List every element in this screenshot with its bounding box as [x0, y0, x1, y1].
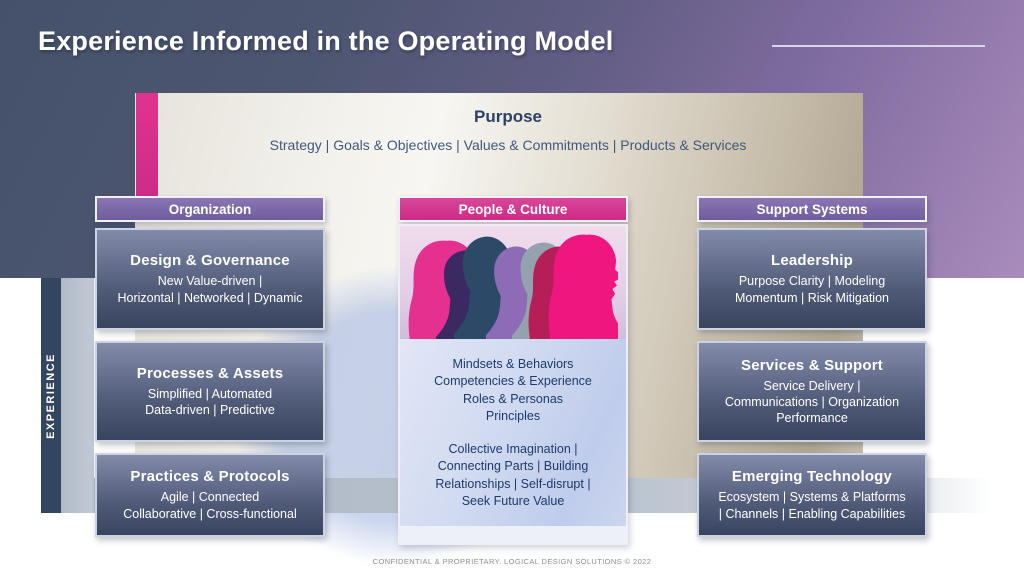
column-header-support-systems: Support Systems: [697, 196, 927, 222]
experience-label: EXPERIENCE: [45, 352, 57, 439]
pink-accent-strip: [136, 93, 158, 209]
box-body: Ecosystem | Systems & Platforms | Channe…: [718, 490, 906, 521]
box-body: New Value-driven | Horizontal | Networke…: [117, 274, 303, 305]
title-rule: [772, 45, 985, 47]
box-title: Leadership: [770, 252, 854, 270]
box-design-governance: Design & Governance New Value-driven | H…: [95, 228, 325, 330]
people-culture-panel-footer: [400, 526, 626, 543]
box-title: Design & Governance: [130, 252, 290, 270]
people-culture-text: Mindsets & Behaviors Competencies & Expe…: [400, 339, 626, 526]
purpose-block: Purpose Strategy | Goals & Objectives | …: [158, 107, 858, 153]
box-body: Agile | Connected Collaborative | Cross-…: [123, 490, 297, 521]
box-title: Services & Support: [741, 356, 883, 374]
box-body: Simplified | Automated Data-driven | Pre…: [145, 386, 275, 417]
column-header-people-culture: People & Culture: [398, 196, 628, 222]
footer-disclaimer: CONFIDENTIAL & PROPRIETARY. LOGICAL DESI…: [372, 557, 652, 566]
experience-band: EXPERIENCE: [41, 278, 61, 513]
box-body: Purpose Clarity | Modeling Momentum | Ri…: [735, 274, 889, 305]
box-title: Practices & Protocols: [130, 468, 290, 486]
purpose-title: Purpose: [473, 107, 543, 126]
box-title: Processes & Assets: [136, 364, 284, 382]
box-title: Emerging Technology: [731, 468, 893, 486]
people-culture-group-1: Mindsets & Behaviors Competencies & Expe…: [434, 357, 592, 423]
box-services-support: Services & Support Service Delivery | Co…: [697, 341, 927, 442]
box-leadership: Leadership Purpose Clarity | Modeling Mo…: [697, 228, 927, 330]
people-culture-panel: Mindsets & Behaviors Competencies & Expe…: [398, 224, 628, 545]
experience-gray-strip: [61, 278, 94, 513]
box-emerging-technology: Emerging Technology Ecosystem | Systems …: [697, 453, 927, 537]
people-silhouettes-illustration: [400, 226, 626, 339]
people-culture-group-2: Collective Imagination | Connecting Part…: [435, 442, 591, 508]
page-title: Experience Informed in the Operating Mod…: [38, 26, 614, 56]
silhouettes-svg: [408, 234, 618, 339]
box-processes-assets: Processes & Assets Simplified | Automate…: [95, 341, 325, 442]
box-practices-protocols: Practices & Protocols Agile | Connected …: [95, 453, 325, 537]
box-body: Service Delivery | Communications | Orga…: [724, 378, 900, 426]
purpose-items: Strategy | Goals & Objectives | Values &…: [269, 137, 747, 153]
column-header-organization: Organization: [95, 196, 325, 222]
